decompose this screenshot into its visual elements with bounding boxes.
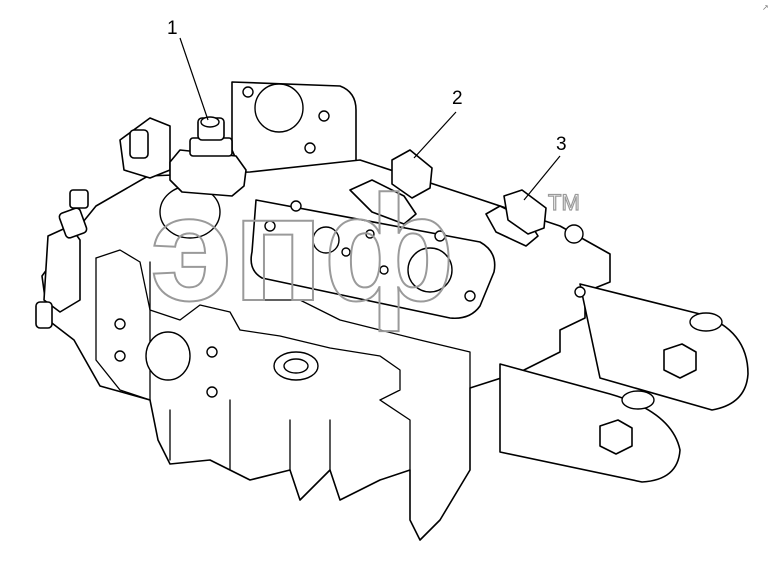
callout-3-leader (523, 155, 561, 201)
spool-housing-upper (579, 283, 749, 411)
fitting-2-port-fitting (349, 149, 433, 225)
callout-1-label: 1 (167, 18, 178, 39)
spool-housing-lower (499, 363, 681, 483)
corner-mark: ↗ (762, 3, 769, 12)
fitting-3-port-fitting (485, 189, 586, 298)
top-mounting-plate (242, 83, 496, 320)
callout-3-label: 3 (556, 134, 567, 155)
callout-2-leader (413, 111, 457, 159)
fitting-1-relief-valve (169, 116, 247, 197)
callout-1-leader (179, 37, 209, 121)
watermark-trademark: TM (548, 190, 580, 215)
side-face-features (114, 185, 319, 398)
callout-2-label: 2 (452, 88, 463, 109)
watermark-text: эпф (150, 164, 455, 332)
watermark: эпф TM (149, 163, 580, 333)
